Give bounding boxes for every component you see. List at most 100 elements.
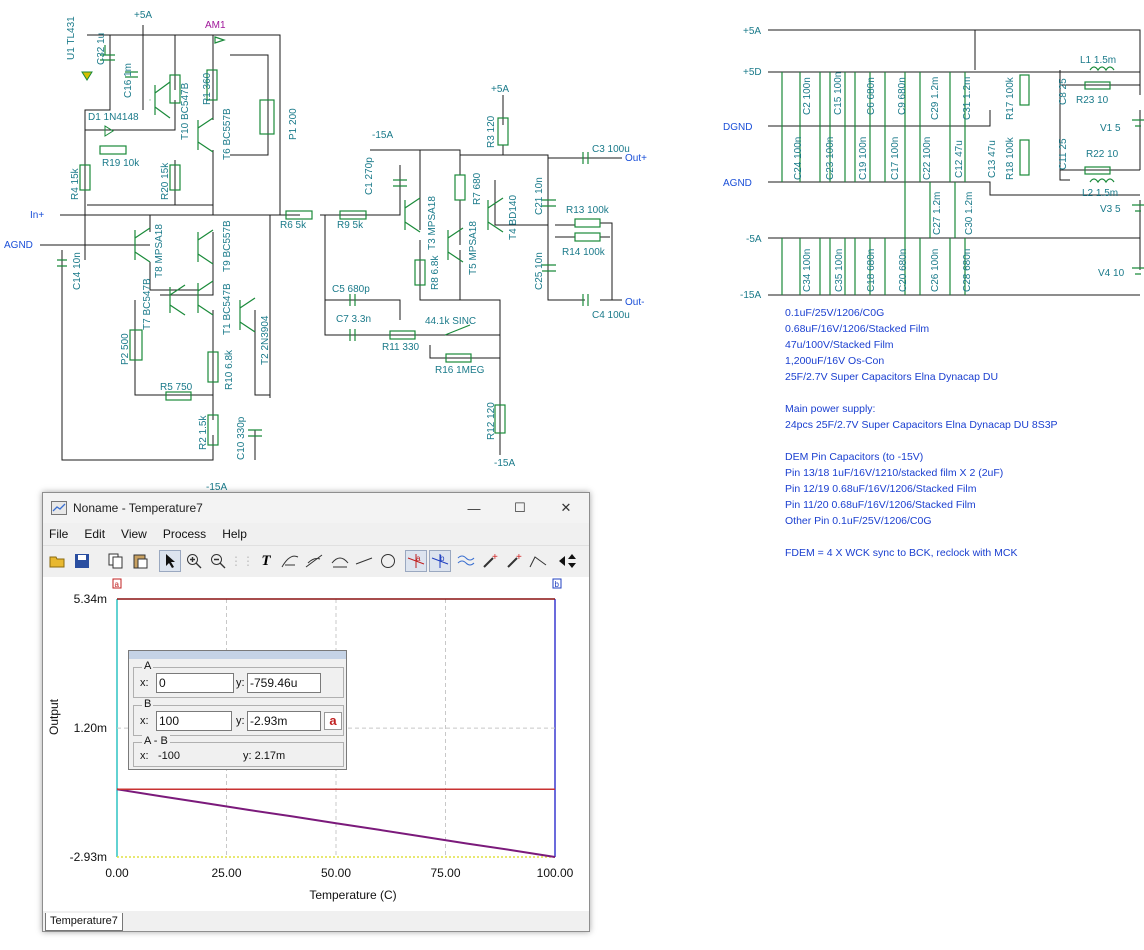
save-icon[interactable] [71,550,93,572]
label-r10: R10 6.8k [224,349,235,390]
copy-icon[interactable] [105,550,127,572]
label-r5: R5 750 [160,382,193,393]
label-c13: C13 47u [987,140,998,178]
open-folder-icon[interactable] [47,550,69,572]
label-r4: R4 15k [70,167,81,200]
label-v3: V3 5 [1100,204,1121,215]
b-x-input[interactable]: 100 [156,711,232,731]
svg-text:b: b [555,580,560,589]
svg-text:a: a [416,554,421,563]
minimize-button[interactable]: — [467,500,481,516]
cursor-readout-panel: A x: 0 y: -759.46u B x: 100 y: -2.93m a … [128,650,347,770]
note-line: Pin 13/18 1uF/16V/1210/stacked film X 2 … [785,467,1004,479]
a-y-input[interactable]: -759.46u [247,673,321,693]
menu-edit[interactable]: Edit [84,527,106,541]
slope-tool-icon[interactable] [303,550,325,572]
label-t1: T1 BC547B [222,283,233,335]
note-line [785,529,1058,545]
text-tool-icon[interactable]: T [261,552,271,569]
label-c15: C15 100n [833,72,844,115]
label-c28: C28 680n [962,249,973,292]
u1-symbol-icon [81,71,93,81]
curve-tool-icon[interactable] [279,550,301,572]
label-r6: R6 5k [280,220,307,231]
label-r17: R17 100k [1005,76,1016,120]
note-line: Other Pin 0.1uF/25V/1206/C0G [785,515,932,527]
tab-bar: Temperature7 [43,911,589,931]
label-t9: T9 BC557B [222,220,233,272]
scroll-left-icon[interactable] [551,550,573,572]
label-v1: V1 5 [1100,123,1121,134]
pointer-icon[interactable] [159,550,181,572]
label-agnd: AGND [4,240,33,251]
grid-icon[interactable]: ⋮⋮ [230,554,254,568]
cursor-a-icon[interactable]: a [405,550,427,572]
b-y-label: y: [236,715,245,727]
p1-potentiometer [259,99,275,135]
label-t5: T5 MPSA18 [468,221,479,275]
line-tool-icon[interactable] [353,550,375,572]
label-m15a-mid: -15A [372,130,393,141]
zoom-out-icon[interactable] [207,550,229,572]
label-m15a-bottom: -15A [494,458,515,469]
y-tick-label: 1.20m [74,721,107,735]
scroll-updown-icon[interactable] [565,550,579,572]
label-r1: R1 360 [202,72,213,105]
waves-icon[interactable] [455,550,477,572]
label-c9: C9 680n [897,77,908,115]
label-c35: C35 100n [834,249,845,292]
label-c17: C17 100n [890,137,901,180]
step-icon[interactable] [527,550,549,572]
fit-curve-icon[interactable] [329,550,351,572]
b-y-input[interactable]: -2.93m [247,711,321,731]
cursor-b-marker[interactable]: b [552,578,562,589]
close-button[interactable]: ✕ [560,500,572,515]
label-t4: T4 BD140 [508,195,519,240]
panel-header[interactable] [129,651,346,659]
label-c27: C27 1.2m [932,192,943,235]
label-c30: C30 1.2m [964,192,975,235]
schematic-canvas: U1 TL431 C32 1u +5A AM1 C16 1m T10 BC547… [4,10,1144,492]
label-c34: C34 100n [802,249,813,292]
label-c16: C16 1m [123,63,134,98]
circle-tool-icon[interactable] [377,550,399,572]
label-c8: C8 25 [1058,78,1069,105]
label-c11: C11 25 [1058,138,1069,170]
label-t2: T2 2N3904 [260,315,271,365]
label-c14: C14 10n [72,252,83,290]
label-c29: C29 1.2m [930,77,941,120]
label-u1: U1 TL431 [66,16,77,60]
label-c4: C4 100u [592,310,630,321]
cursor-b-icon[interactable]: b [429,550,451,572]
a-x-input[interactable]: 0 [156,673,234,693]
swap-cursor-icon[interactable]: a [324,712,342,730]
note-line: 1,200uF/16V Os-Con [785,355,885,367]
picker-icon[interactable]: + [503,550,525,572]
label-c20: C20 680n [898,249,909,292]
zoom-in-icon[interactable] [183,550,205,572]
title-bar[interactable]: Noname - Temperature7 — ☐ ✕ [43,493,589,523]
menu-file[interactable]: File [49,527,69,541]
label-t8: T8 MPSA18 [154,224,165,278]
svg-text:b: b [440,554,445,563]
note-line [785,385,1058,401]
tab-temperature7[interactable]: Temperature7 [45,913,123,931]
menu-view[interactable]: View [121,527,147,541]
label-r19: R19 10k [102,158,140,169]
label-r2: R2 1.5k [198,415,209,450]
cursor-a-marker[interactable]: a [112,578,122,589]
marker-icon[interactable]: + [479,550,501,572]
svg-text:+: + [492,553,498,563]
cursor-a-label: A [142,660,154,672]
menu-process[interactable]: Process [162,527,207,541]
label-psu-m5a: -5A [746,234,762,245]
label-c31: C31 1.2m [962,77,973,120]
paste-icon[interactable] [129,550,151,572]
chart-series [116,598,556,858]
svg-text:+: + [516,553,522,563]
menu-help[interactable]: Help [222,527,247,541]
maximize-button[interactable]: ☐ [514,500,526,515]
x-tick-label: 25.00 [211,866,241,880]
label-out-minus: Out- [625,297,644,308]
